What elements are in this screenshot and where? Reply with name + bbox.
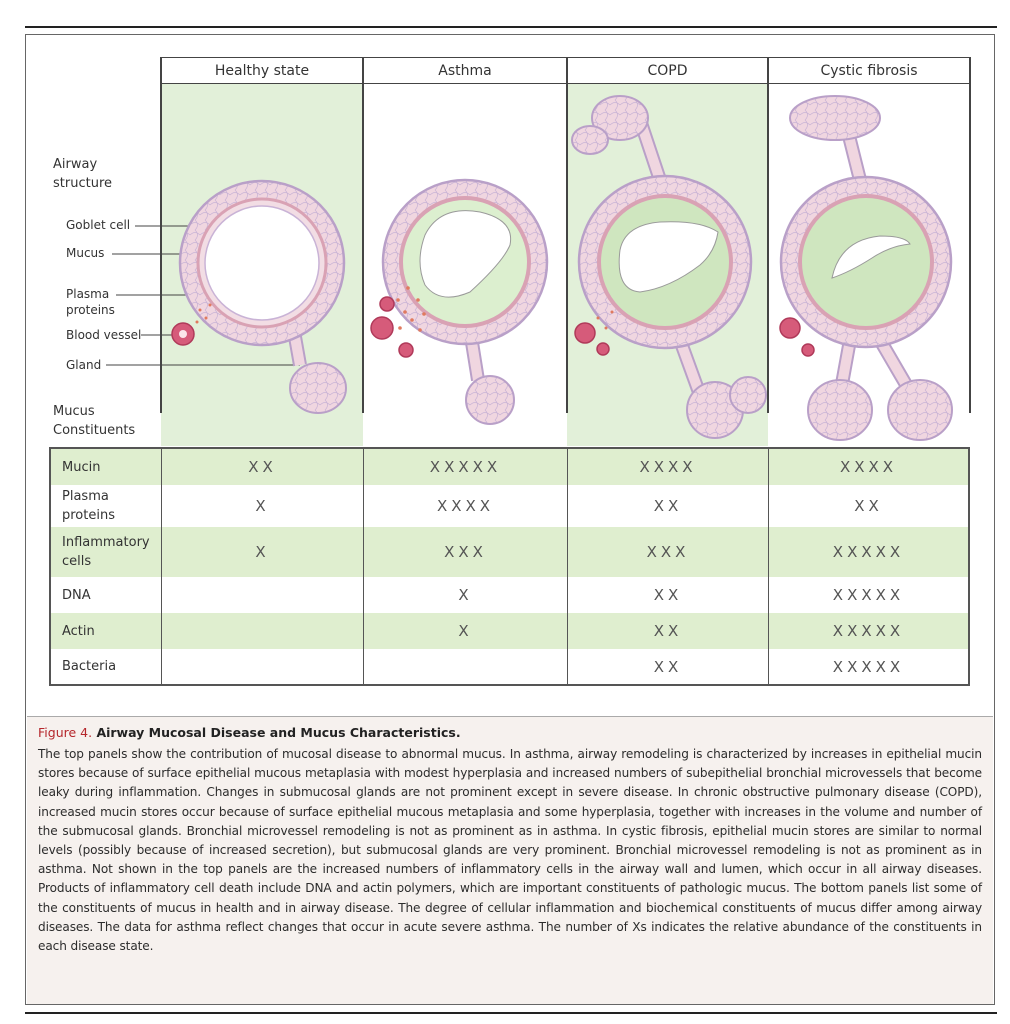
header-copd: COPD xyxy=(567,57,768,84)
asthma-cell: X xyxy=(363,613,567,649)
asthma-cell: XXXXX xyxy=(363,449,567,485)
mucus-label: Mucus xyxy=(66,246,105,260)
healthy-airway-drawing xyxy=(171,179,347,414)
cystic-fibrosis-cell: XX xyxy=(768,485,968,527)
airway-structure-label: Airway structure xyxy=(53,157,112,191)
row-label: Bacteria xyxy=(62,659,117,674)
gland-label: Gland xyxy=(66,358,102,372)
cystic-fibrosis-airway-drawing xyxy=(779,95,953,441)
bottom-rule xyxy=(25,1012,997,1014)
column-divider xyxy=(160,57,162,413)
row-label: Mucin xyxy=(62,459,101,475)
table-row: Mucin XX XXXXX XXXX XXXX xyxy=(51,449,968,485)
copd-cell: XXXX xyxy=(567,449,768,485)
healthy-cell xyxy=(161,649,363,684)
caption-title-text: Airway Mucosal Disease and Mucus Charact… xyxy=(96,725,461,740)
healthy-cell: X xyxy=(161,527,363,577)
mucus-constituents-table: Mucin XX XXXXX XXXX XXXX Plasma proteins… xyxy=(49,447,970,686)
row-label: Plasma proteins xyxy=(62,489,115,523)
table-row: Bacteria XX XXXXX xyxy=(51,649,968,684)
table-row: Actin X XX XXXXX xyxy=(51,613,968,649)
copd-cell: XX xyxy=(567,485,768,527)
copd-cell: XXX xyxy=(567,527,768,577)
cystic-fibrosis-cell: XXXXX xyxy=(768,577,968,613)
asthma-cell xyxy=(363,649,567,684)
healthy-cell xyxy=(161,577,363,613)
header-cystic-fibrosis: Cystic fibrosis xyxy=(768,57,970,84)
asthma-cell: XXX xyxy=(363,527,567,577)
top-rule xyxy=(25,26,997,28)
caption-body: The top panels show the contribution of … xyxy=(38,747,982,954)
caption-title: Figure 4. Airway Mucosal Disease and Muc… xyxy=(38,725,982,740)
column-divider xyxy=(362,57,364,413)
mucus-constituents-label: Mucus Constituents xyxy=(53,404,136,438)
airway-illustrations xyxy=(106,95,953,441)
cystic-fibrosis-cell: XXXXX xyxy=(768,527,968,577)
copd-cell: XX xyxy=(567,613,768,649)
plasma-proteins-label: Plasma proteins xyxy=(66,287,115,317)
table-row: Plasma proteins X XXXX XX XX xyxy=(51,485,968,527)
asthma-cell: XXXX xyxy=(363,485,567,527)
row-label: Actin xyxy=(62,623,95,639)
table-row: DNA X XX XXXXX xyxy=(51,577,968,613)
healthy-cell: X xyxy=(161,485,363,527)
healthy-cell: XX xyxy=(161,449,363,485)
copd-cell: XX xyxy=(567,649,768,684)
copd-cell: XX xyxy=(567,577,768,613)
cystic-fibrosis-cell: XXXXX xyxy=(768,613,968,649)
asthma-airway-drawing xyxy=(370,178,549,425)
table-row: Inflammatory cells X XXX XXX XXXXX xyxy=(51,527,968,577)
blood-vessel-label: Blood vessel xyxy=(66,328,142,342)
figure-number: Figure 4. xyxy=(38,725,93,740)
header-healthy: Healthy state xyxy=(161,57,363,84)
healthy-cell xyxy=(161,613,363,649)
column-divider xyxy=(767,57,769,413)
figure-frame xyxy=(25,34,995,1005)
column-divider xyxy=(566,57,568,413)
figure-caption: Figure 4. Airway Mucosal Disease and Muc… xyxy=(27,716,993,1004)
asthma-cell: X xyxy=(363,577,567,613)
cystic-fibrosis-cell: XXXX xyxy=(768,449,968,485)
goblet-cell-label: Goblet cell xyxy=(66,218,131,232)
row-label: DNA xyxy=(62,587,91,603)
copd-airway-drawing xyxy=(571,95,767,439)
cystic-fibrosis-cell: XXXXX xyxy=(768,649,968,684)
row-label: Inflammatory cells xyxy=(62,535,150,569)
header-asthma: Asthma xyxy=(363,57,567,84)
column-divider xyxy=(969,57,971,413)
